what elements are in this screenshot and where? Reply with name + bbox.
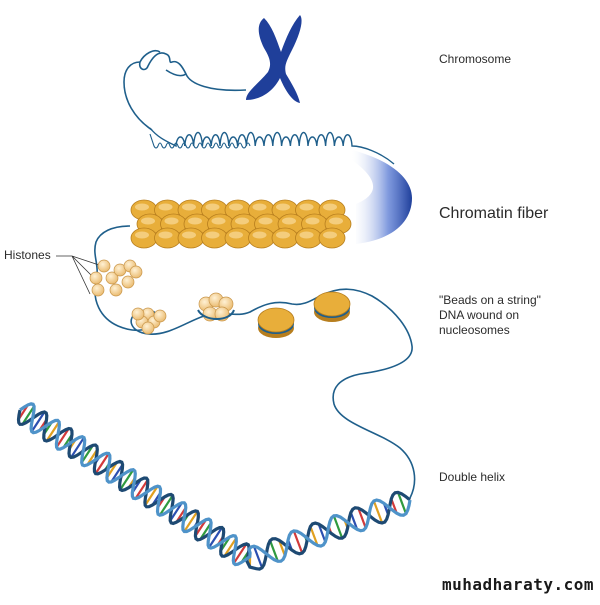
fiber-nucleosome-highlight	[253, 232, 267, 239]
site-watermark: muhadharaty.com	[442, 575, 594, 594]
octamer-bead	[154, 310, 166, 322]
nucleosome-beads	[132, 292, 350, 338]
fiber-nucleosome-highlight	[182, 204, 196, 211]
fiber-nucleosome-highlight	[212, 218, 226, 225]
fiber-nucleosome-highlight	[188, 218, 202, 225]
chromatin-fiber-label: Chromatin fiber	[439, 205, 548, 223]
double-helix-label: Double helix	[439, 470, 505, 484]
fiber-nucleosome-highlight	[182, 232, 196, 239]
histone-bead	[122, 276, 134, 288]
double-helix-shape	[19, 404, 411, 569]
fiber-nucleosome-highlight	[229, 204, 243, 211]
fiber-nucleosome-highlight	[135, 204, 149, 211]
fiber-nucleosome-highlight	[323, 204, 337, 211]
fiber-nucleosome-highlight	[206, 232, 220, 239]
octamer-bead	[142, 322, 154, 334]
fiber-nucleosome-highlight	[165, 218, 179, 225]
fiber-nucleosome-highlight	[235, 218, 249, 225]
fiber-nucleosome-highlight	[206, 204, 220, 211]
fiber-nucleosome-highlight	[282, 218, 296, 225]
fiber-nucleosome-highlight	[135, 232, 149, 239]
histone-bead	[98, 260, 110, 272]
chromosome-loop-strand	[124, 51, 246, 130]
beads-label-line-1: "Beads on a string"	[439, 293, 541, 308]
fiber-nucleosome-highlight	[276, 232, 290, 239]
zoom-fan	[352, 150, 412, 244]
free-histone-beads	[90, 260, 142, 296]
beads-strand	[95, 226, 415, 498]
helix-backbone-b	[20, 404, 410, 565]
fiber-nucleosome-highlight	[229, 232, 243, 239]
histones-label: Histones	[4, 248, 51, 262]
fiber-nucleosome-highlight	[329, 218, 343, 225]
fiber-nucleosome-highlight	[159, 232, 173, 239]
octamer-bead	[132, 308, 144, 320]
histone-bead	[130, 266, 142, 278]
chromatin-fiber-shape	[131, 200, 351, 248]
fiber-nucleosome-highlight	[141, 218, 155, 225]
beads-label-line-3: nucleosomes	[439, 323, 541, 338]
fiber-nucleosome-highlight	[323, 232, 337, 239]
fiber-nucleosome-highlight	[276, 204, 290, 211]
beads-label-line-2: DNA wound on	[439, 308, 541, 323]
fiber-nucleosome-highlight	[159, 204, 173, 211]
fiber-nucleosome-highlight	[306, 218, 320, 225]
histone-bead	[90, 272, 102, 284]
fiber-nucleosome-highlight	[253, 204, 267, 211]
nucleosome-top	[314, 292, 350, 316]
nucleosome-top	[258, 308, 294, 332]
histone-bead	[110, 284, 122, 296]
chromosome-label: Chromosome	[439, 52, 511, 66]
chromosome-shape	[246, 15, 302, 103]
beads-on-string-label: "Beads on a string" DNA wound on nucleos…	[439, 293, 541, 338]
fiber-nucleosome-highlight	[259, 218, 273, 225]
fiber-nucleosome-highlight	[300, 204, 314, 211]
fiber-nucleosome-highlight	[300, 232, 314, 239]
histone-bead	[92, 284, 104, 296]
